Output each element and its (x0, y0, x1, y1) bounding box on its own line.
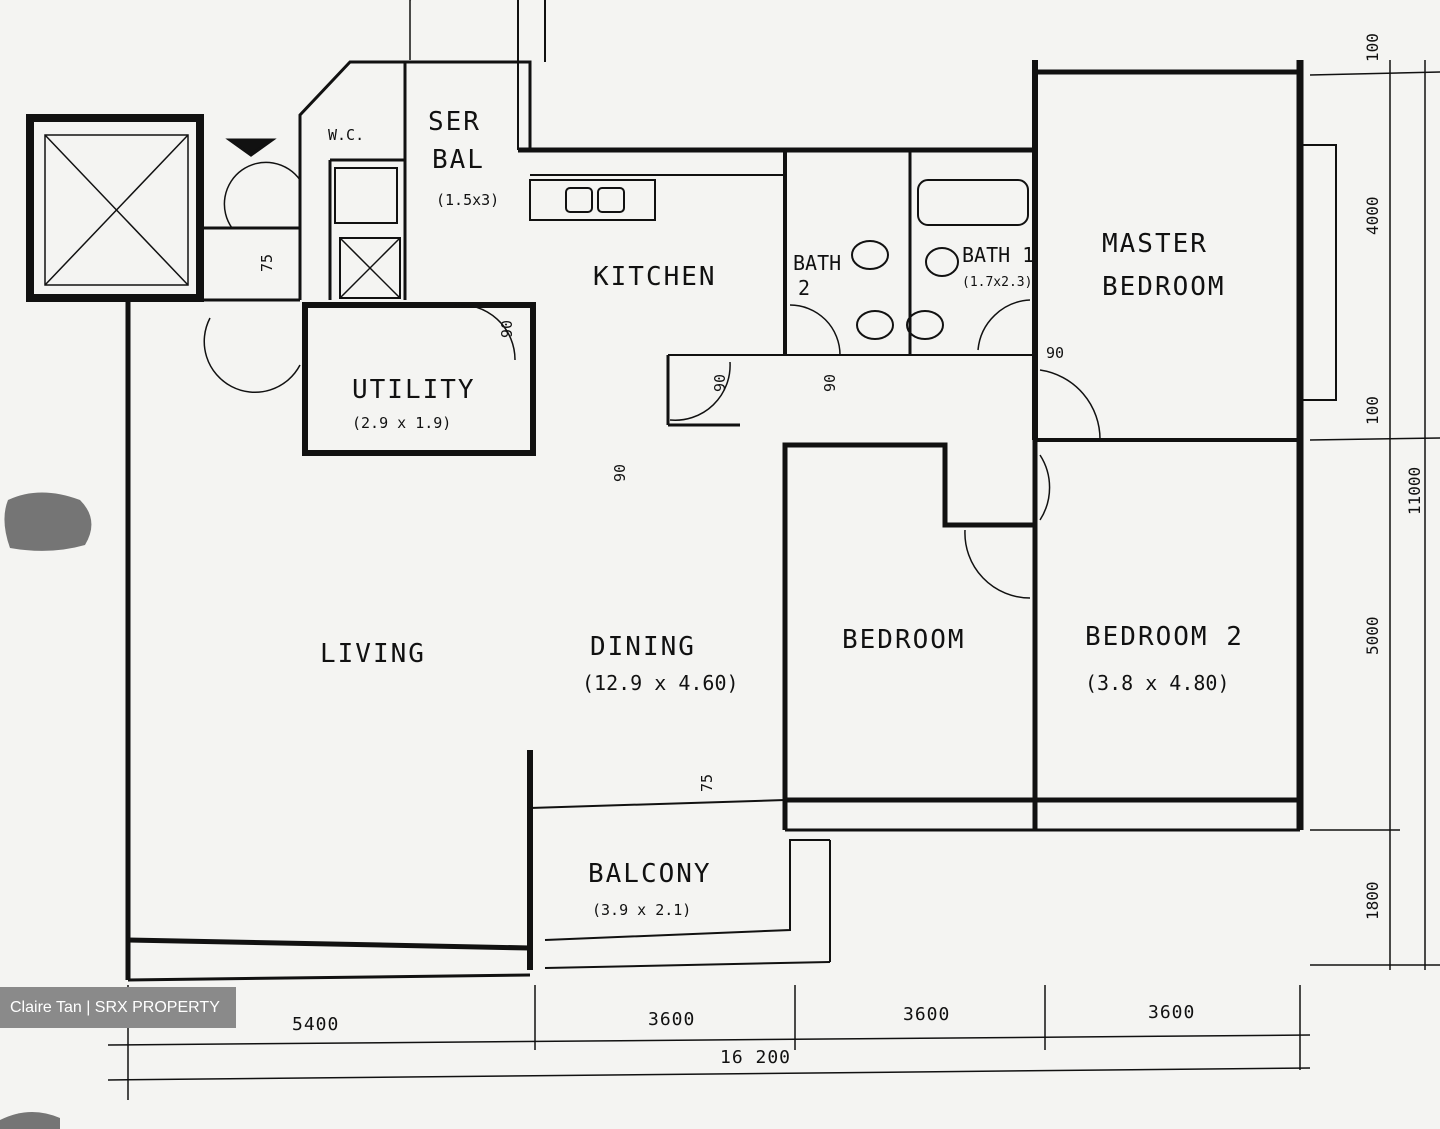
bath2-label-2: 2 (798, 276, 810, 300)
dining-label: DINING (590, 632, 696, 662)
door-tag-utility: 90 (498, 320, 516, 338)
master-bedroom-label-2: BEDROOM (1102, 272, 1226, 302)
door-tag-balcony: 75 (698, 774, 716, 792)
bath1-label: BATH 1 (962, 243, 1034, 267)
wc-label: W.C. (328, 126, 364, 144)
watermark: Claire Tan | SRX PROPERTY (0, 987, 236, 1028)
door-tag-entry: 75 (258, 254, 276, 272)
ser-bal-label-2: BAL (432, 145, 485, 175)
door-tag-dining: 90 (611, 464, 629, 482)
living-label: LIVING (320, 639, 426, 669)
dim-bottom-4: 3600 (1148, 1002, 1195, 1023)
ser-bal-label-1: SER (428, 107, 481, 137)
balcony-label: BALCONY (588, 859, 712, 889)
utility-size: (2.9 x 1.9) (352, 414, 451, 432)
dim-bottom-1: 5400 (292, 1014, 339, 1035)
ser-bal-size: (1.5x3) (436, 191, 499, 209)
dining-size: (12.9 x 4.60) (582, 671, 739, 695)
bedroom2-size: (3.8 x 4.80) (1085, 671, 1230, 695)
bedroom-label: BEDROOM (842, 625, 966, 655)
dim-right-2: 4000 (1363, 196, 1382, 235)
dim-right-6: 1800 (1363, 881, 1382, 920)
master-bedroom-label-1: MASTER (1102, 229, 1208, 259)
door-tag-master: 90 (1046, 344, 1064, 362)
dim-bottom-2: 3600 (648, 1009, 695, 1030)
door-tag-kitchen-2: 90 (821, 374, 839, 392)
bath2-label-1: BATH (793, 251, 841, 275)
door-tag-kitchen-1: 90 (711, 374, 729, 392)
bath1-size: (1.7x2.3) (962, 275, 1032, 290)
lift-shaft (26, 114, 204, 302)
dim-right-4: 11000 (1405, 467, 1424, 515)
kitchen-label: KITCHEN (593, 262, 717, 292)
dim-bottom-3: 3600 (903, 1004, 950, 1025)
dim-total: 16 200 (720, 1047, 791, 1068)
dim-right-1: 100 (1363, 33, 1382, 62)
dim-right-3: 100 (1363, 396, 1382, 425)
bedroom2-label: BEDROOM 2 (1085, 622, 1244, 652)
utility-label: UTILITY (352, 375, 476, 405)
balcony-size: (3.9 x 2.1) (592, 901, 691, 919)
dim-right-5: 5000 (1363, 616, 1382, 655)
